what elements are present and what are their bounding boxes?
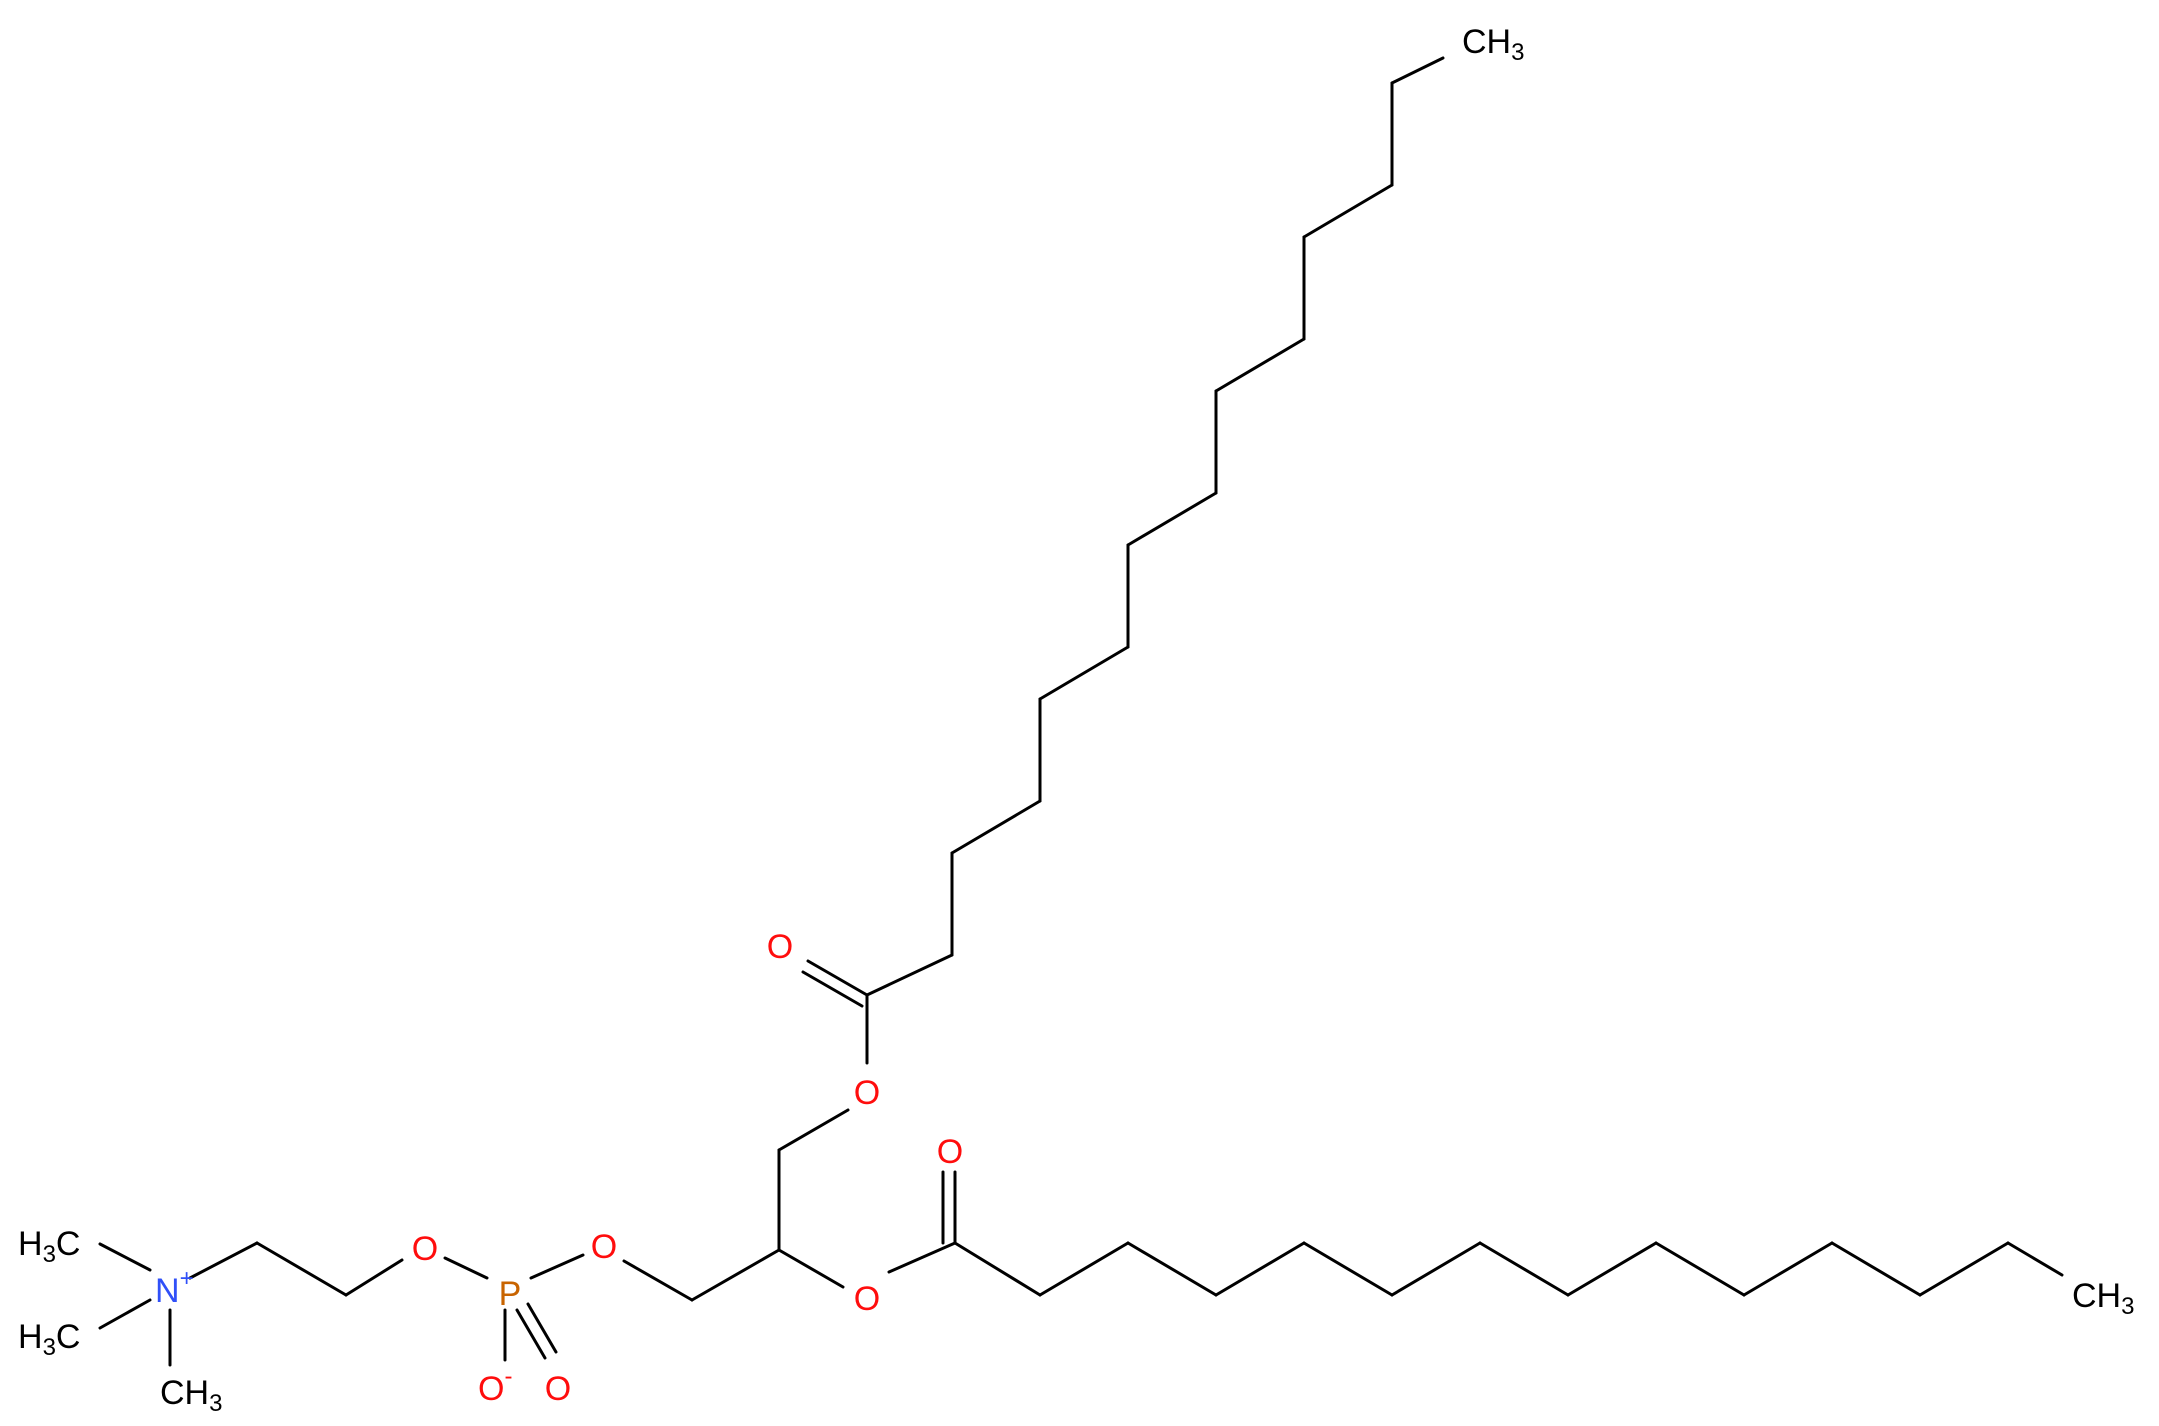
bond: [777, 1248, 845, 1289]
bond: [865, 953, 954, 997]
atom-label-phosphorus: P: [499, 1275, 522, 1313]
atom-label-ch3-bottom: CH3: [160, 1374, 222, 1417]
bond: [1390, 56, 1445, 85]
atom-label-ch3-right: CH3: [2072, 1277, 2134, 1320]
bond: [526, 1302, 558, 1354]
atom-label-h3c-lower: H3C: [18, 1318, 80, 1361]
bond: [806, 959, 869, 997]
atom-labels: CH3 O O O O CH3 O P O O- O N+ H3C H3C CH…: [18, 23, 2134, 1417]
atom-label-oxygen: O: [591, 1228, 617, 1266]
bond: [1918, 1241, 2010, 1297]
bond: [1830, 1241, 1922, 1297]
atom-label-ch3-top: CH3: [1462, 23, 1524, 66]
bond: [1038, 1241, 1130, 1297]
atom-label-oxygen-anion: O-: [478, 1363, 512, 1408]
bond: [529, 1253, 585, 1280]
bond: [801, 970, 864, 1008]
bond: [1302, 183, 1394, 239]
atom-label-oxygen: O: [854, 1074, 880, 1112]
bond: [953, 1241, 1042, 1297]
bond: [887, 1241, 957, 1274]
bond: [255, 1241, 348, 1297]
atom-label-oxygen: O: [767, 928, 793, 966]
bond: [950, 799, 1042, 855]
bond: [1302, 1241, 1394, 1297]
bond: [622, 1259, 694, 1302]
bond: [1566, 1241, 1658, 1297]
atom-label-nitrogen-cation: N+: [155, 1265, 194, 1310]
bond: [1126, 491, 1218, 547]
bond: [2006, 1241, 2064, 1277]
bond: [344, 1258, 404, 1297]
bond: [1214, 1241, 1306, 1297]
bond-lines: [98, 56, 2064, 1367]
atom-label-oxygen: O: [937, 1133, 963, 1171]
bond: [98, 1298, 152, 1330]
bond: [1654, 1241, 1746, 1297]
atom-label-oxygen: O: [545, 1370, 571, 1408]
bond: [515, 1308, 547, 1360]
bond: [1742, 1241, 1834, 1297]
bond: [1126, 1241, 1218, 1297]
bond: [1478, 1241, 1570, 1297]
bond: [188, 1241, 259, 1280]
atom-label-oxygen: O: [854, 1280, 880, 1318]
bond: [777, 1108, 850, 1152]
bond: [98, 1242, 152, 1272]
bond: [690, 1248, 781, 1302]
bond: [1214, 337, 1306, 393]
bond: [1390, 1241, 1482, 1297]
atom-label-h3c-upper: H3C: [18, 1225, 80, 1268]
bond: [443, 1256, 489, 1280]
bond: [1038, 645, 1130, 701]
atom-label-oxygen: O: [412, 1230, 438, 1268]
